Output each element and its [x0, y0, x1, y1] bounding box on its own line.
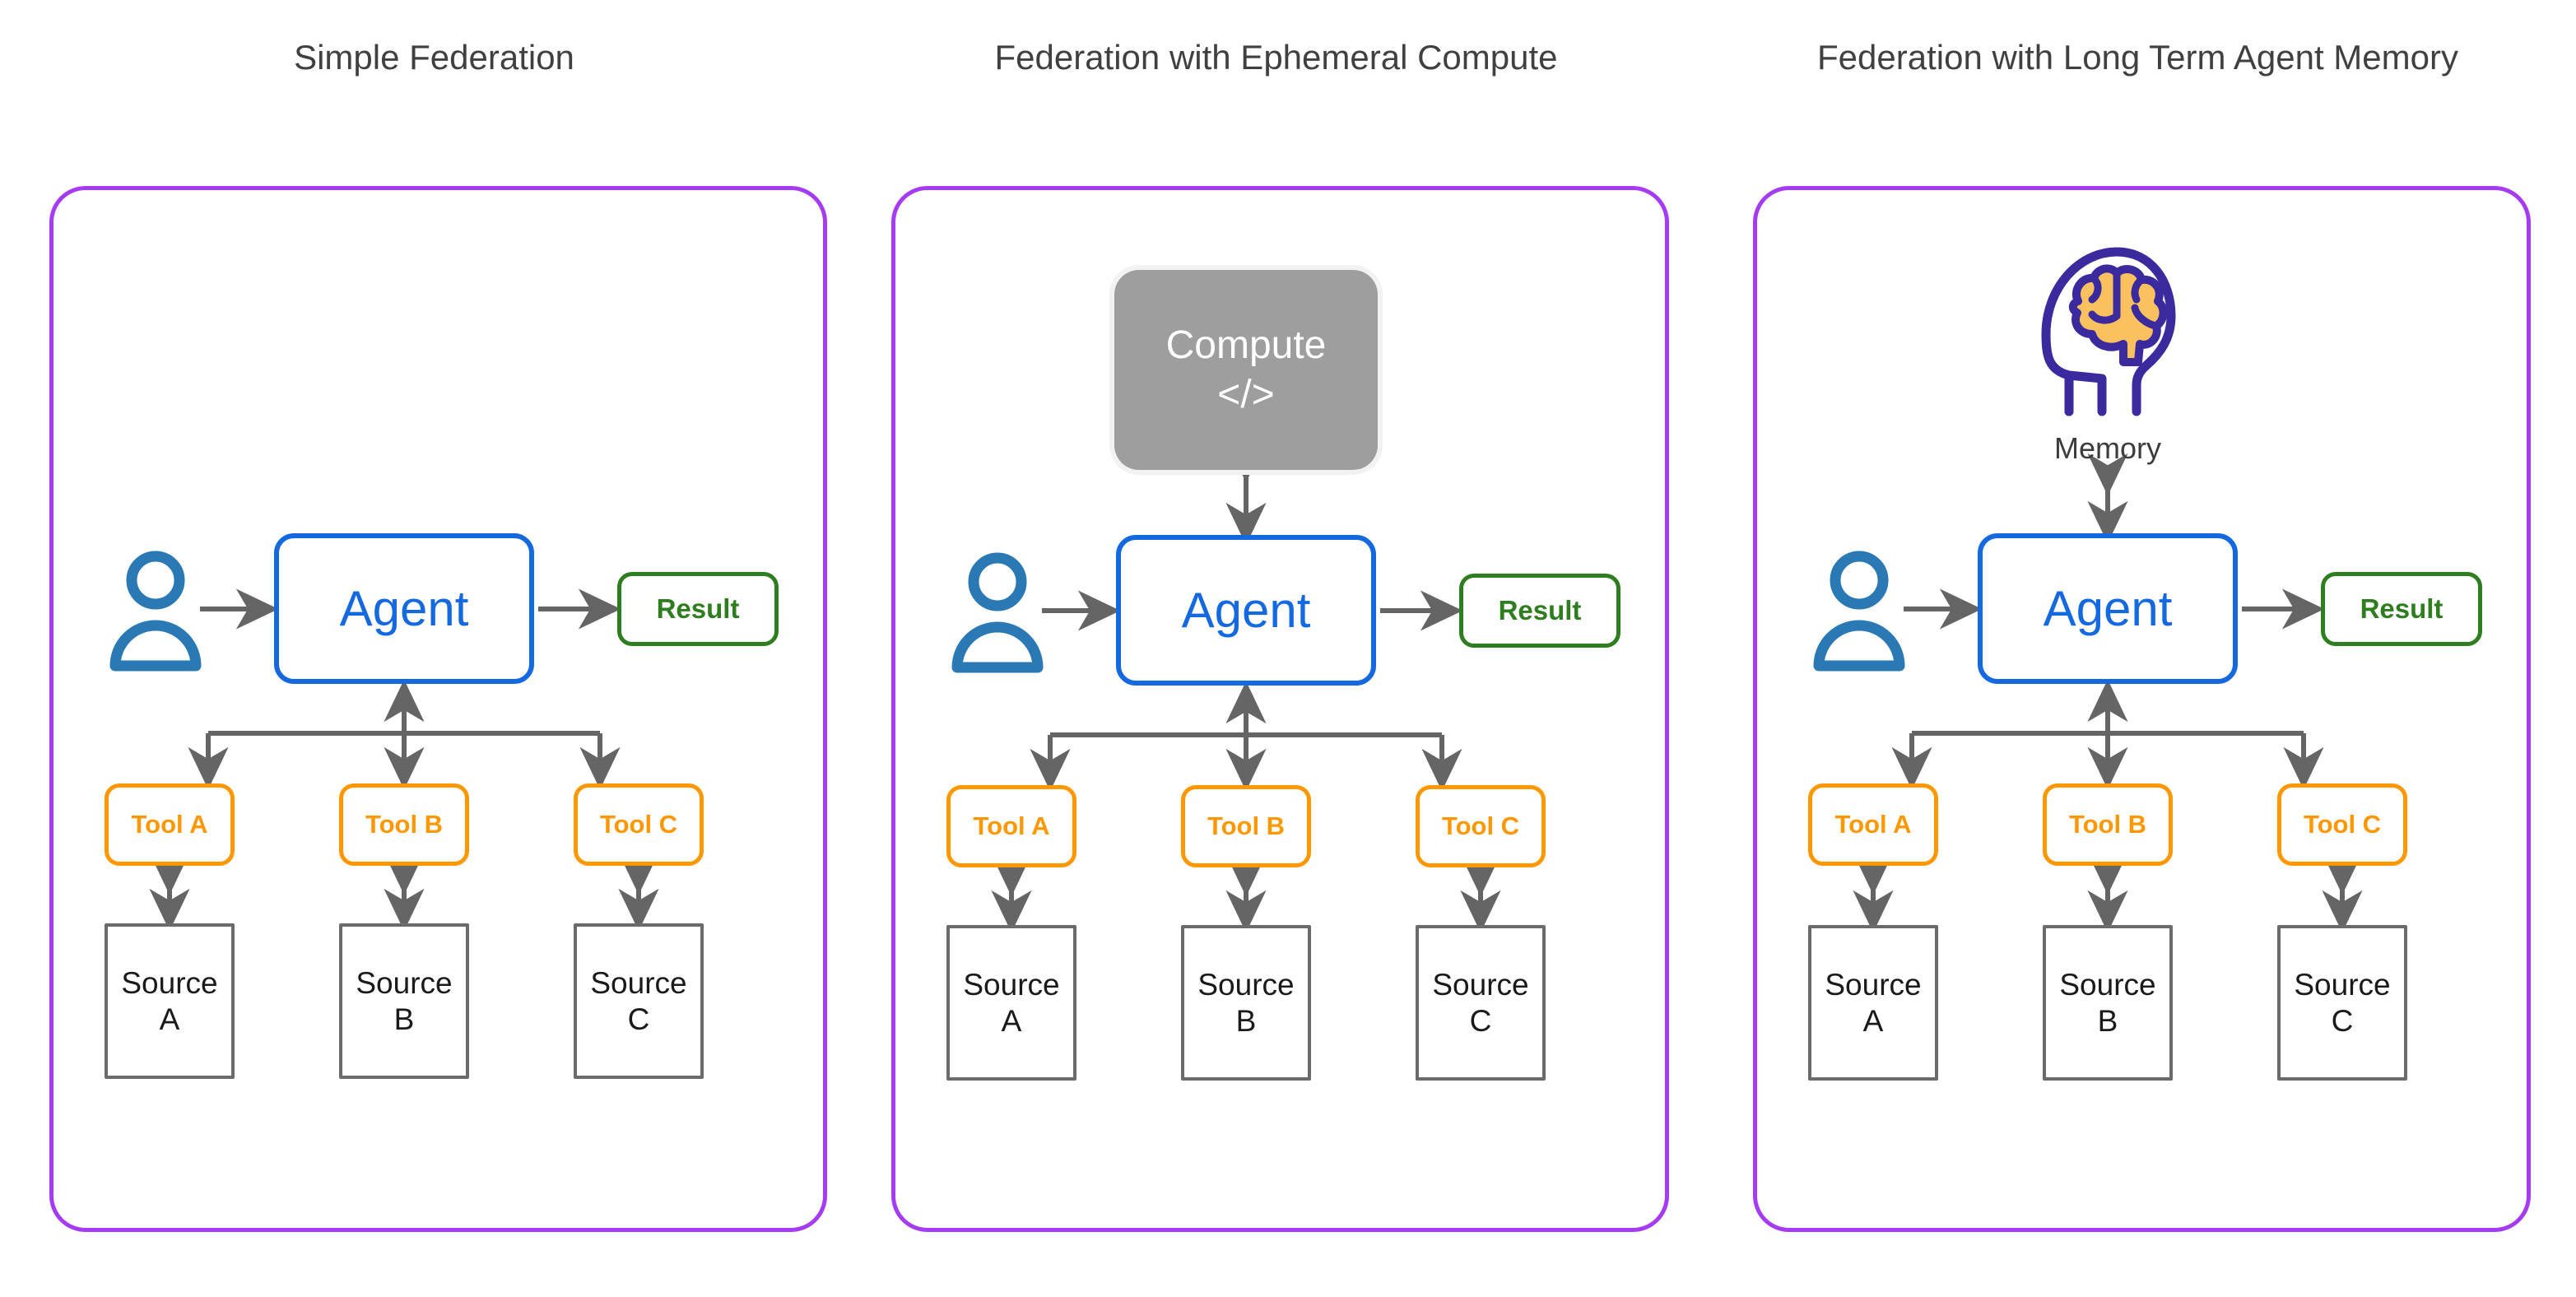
source-label-line1: Source [1432, 967, 1529, 1002]
source-label-line2: B [2097, 1003, 2118, 1038]
source-label-line1: Source [590, 965, 687, 1000]
source-label-line2: B [393, 1002, 415, 1036]
source-label-line2: C [2331, 1003, 2354, 1038]
result-box[interactable]: Result [617, 572, 779, 646]
panel-title-simple-federation: Simple Federation [294, 38, 574, 77]
source-box-a[interactable]: Source A [1808, 925, 1938, 1081]
agent-box[interactable]: Agent [1116, 535, 1376, 686]
source-label-line2: C [1469, 1003, 1492, 1038]
tool-box-c[interactable]: Tool C [2277, 783, 2407, 866]
agent-box[interactable]: Agent [274, 533, 534, 684]
source-label-line1: Source [121, 965, 218, 1000]
result-box[interactable]: Result [2321, 572, 2482, 646]
source-box-c[interactable]: Source C [1416, 925, 1546, 1081]
tool-box-a[interactable]: Tool A [946, 785, 1076, 867]
source-label-line2: B [1235, 1003, 1257, 1038]
source-box-a[interactable]: Source A [105, 923, 235, 1079]
tool-box-b[interactable]: Tool B [1181, 785, 1311, 867]
tool-box-a[interactable]: Tool A [1808, 783, 1938, 866]
source-label-line2: A [159, 1002, 180, 1036]
source-label-line1: Source [2059, 967, 2156, 1002]
source-label-line1: Source [1825, 967, 1922, 1002]
brain-head-icon [2041, 247, 2176, 416]
tool-box-a[interactable]: Tool A [105, 783, 235, 866]
tool-box-b[interactable]: Tool B [339, 783, 469, 866]
panel-title-long-term-memory: Federation with Long Term Agent Memory [1817, 38, 2458, 77]
source-label-line1: Source [963, 967, 1060, 1002]
tool-box-c[interactable]: Tool C [1416, 785, 1546, 867]
user-icon [951, 552, 1044, 673]
source-label-line2: A [1001, 1003, 1022, 1038]
source-box-a[interactable]: Source A [946, 925, 1076, 1081]
user-icon [109, 551, 202, 672]
memory-label: Memory [2053, 431, 2161, 465]
source-box-b[interactable]: Source B [339, 923, 469, 1079]
tool-box-b[interactable]: Tool B [2043, 783, 2173, 866]
compute-box[interactable]: Compute </> [1114, 270, 1378, 470]
source-box-c[interactable]: Source C [2277, 925, 2407, 1081]
user-icon [1813, 551, 1905, 672]
code-icon: </> [1217, 372, 1275, 416]
source-label-line1: Source [2294, 967, 2391, 1002]
result-box[interactable]: Result [1459, 574, 1620, 648]
source-box-c[interactable]: Source C [574, 923, 704, 1079]
agent-box[interactable]: Agent [1978, 533, 2238, 684]
compute-label: Compute [1165, 323, 1327, 367]
source-label-line1: Source [356, 965, 453, 1000]
source-label-line2: A [1862, 1003, 1884, 1038]
source-label-line1: Source [1197, 967, 1295, 1002]
source-box-b[interactable]: Source B [2043, 925, 2173, 1081]
tool-box-c[interactable]: Tool C [574, 783, 704, 866]
panel-title-ephemeral-compute: Federation with Ephemeral Compute [994, 38, 1558, 77]
source-box-b[interactable]: Source B [1181, 925, 1311, 1081]
source-label-line2: C [627, 1002, 650, 1036]
